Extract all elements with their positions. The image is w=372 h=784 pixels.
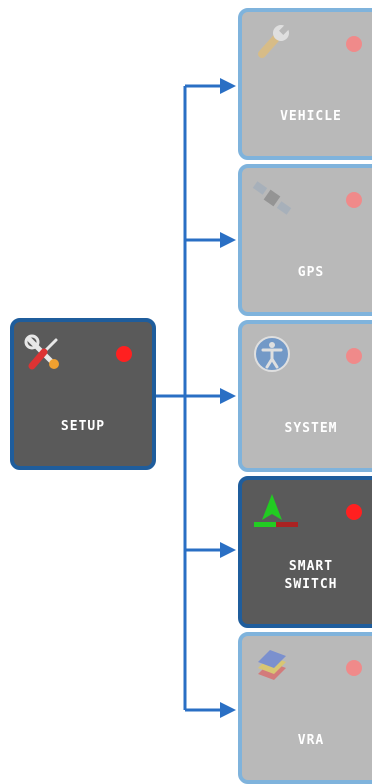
arrow-vehicle (220, 78, 236, 94)
satellite-icon (252, 178, 292, 218)
wrench-icon (252, 22, 292, 62)
system-tile[interactable]: SYSTEM (238, 320, 372, 472)
tools-icon (24, 334, 64, 374)
status-dot (346, 192, 362, 208)
system-label: SYSTEM (284, 421, 338, 436)
setup-tile[interactable]: SETUP (10, 318, 156, 470)
status-dot (116, 346, 132, 362)
vehicle-label: VEHICLE (280, 109, 342, 124)
arrow-smart-switch (220, 542, 236, 558)
smart-switch-label: SMART SWITCH (284, 559, 338, 592)
arrow-gps (220, 232, 236, 248)
gps-label: GPS (297, 265, 325, 280)
layers-icon (252, 646, 292, 686)
guidance-arrow-icon (252, 490, 298, 530)
smart-switch-tile[interactable]: SMART SWITCH (238, 476, 372, 628)
gps-tile[interactable]: GPS (238, 164, 372, 316)
status-dot (346, 36, 362, 52)
vra-label: VRA (297, 733, 325, 748)
vra-tile[interactable]: VRA (238, 632, 372, 784)
status-dot (346, 348, 362, 364)
setup-label: SETUP (60, 419, 106, 434)
vehicle-tile[interactable]: VEHICLE (238, 8, 372, 160)
status-dot (346, 504, 362, 520)
accessibility-icon (252, 334, 292, 374)
arrow-vra (220, 702, 236, 718)
status-dot (346, 660, 362, 676)
arrow-system (220, 388, 236, 404)
